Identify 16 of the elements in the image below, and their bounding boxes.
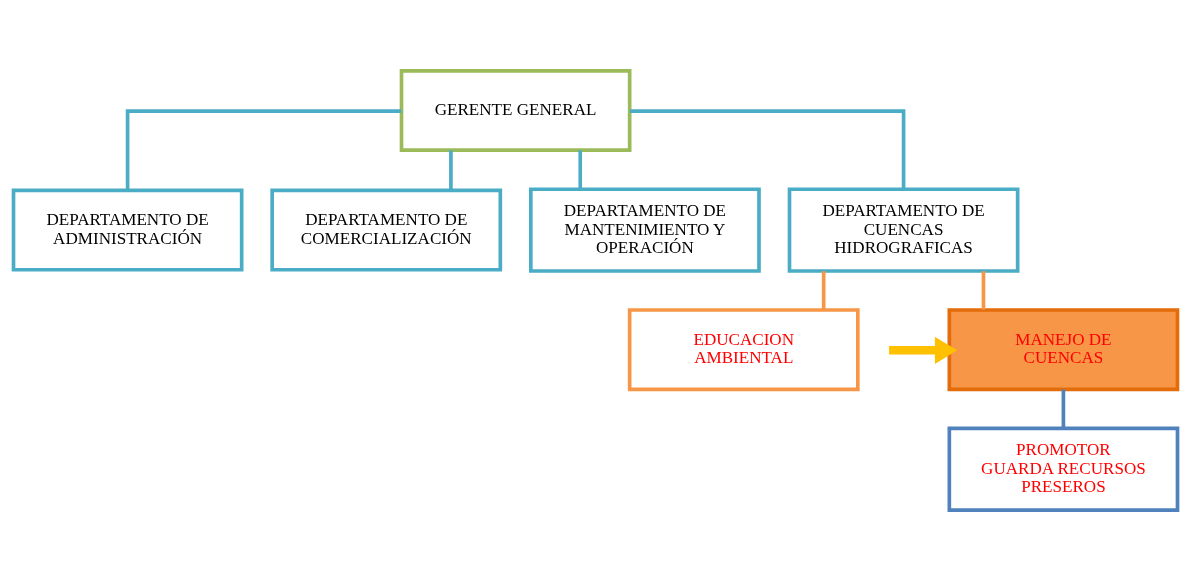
connector [125, 108, 402, 190]
node-box: DEPARTAMENTO DE MANTENIMIENTO Y OPERACIÓN [529, 186, 761, 273]
connector [578, 149, 583, 189]
node-box: EDUCACION AMBIENTAL [627, 307, 860, 391]
connector [1061, 389, 1066, 428]
node-box: GERENTE GENERAL [399, 68, 632, 152]
arrow [889, 336, 958, 364]
connector [821, 270, 826, 310]
node-box: PROMOTOR GUARDA RECURSOS PRESEROS [947, 426, 1180, 512]
node-box: DEPARTAMENTO DE CUENCAS HIDROGRAFICAS [787, 186, 1020, 273]
node-box: DEPARTAMENTO DE ADMINISTRACIÓN [11, 188, 244, 272]
connector [629, 108, 906, 189]
node-box: MANEJO DE CUENCAS [947, 307, 1180, 391]
connector [981, 270, 986, 310]
connector [449, 149, 453, 190]
node-box: DEPARTAMENTO DE COMERCIALIZACIÓN [270, 188, 503, 272]
